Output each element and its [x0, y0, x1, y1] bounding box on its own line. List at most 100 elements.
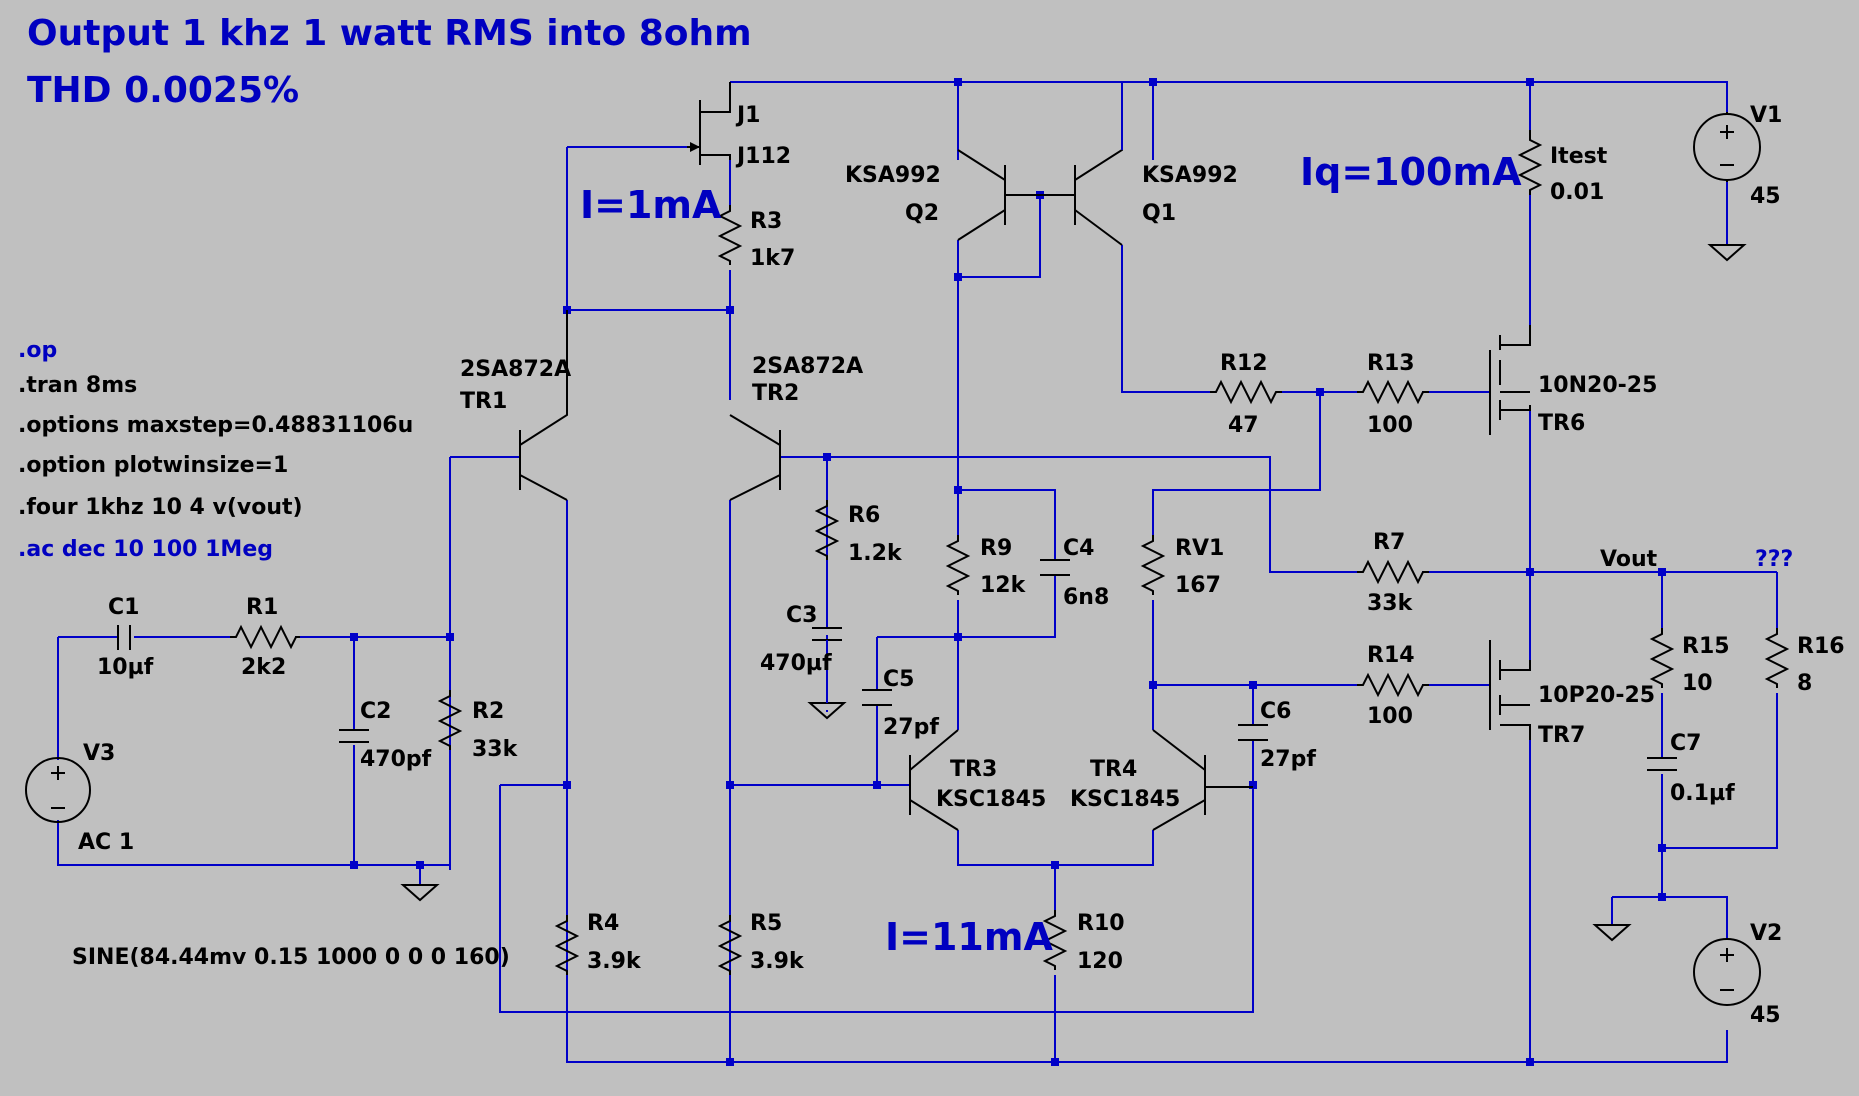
directive-tran: .tran 8ms — [18, 373, 137, 398]
r2-symbol — [437, 690, 463, 750]
rv1-symbol — [1140, 535, 1166, 595]
c6-symbol — [1238, 724, 1268, 741]
q1-symbol — [1040, 82, 1123, 246]
j1-symbol — [687, 82, 731, 165]
tr6-value: 10N20-25 — [1538, 373, 1657, 398]
itest-symbol — [1517, 130, 1543, 195]
r7-name: R7 — [1373, 530, 1405, 555]
source-spec: SINE(84.44mv 0.15 1000 0 0 0 160) — [72, 945, 510, 970]
r12-name: R12 — [1220, 351, 1268, 376]
tr4-value: KSC1845 — [1070, 787, 1180, 812]
tr6-symbol — [1489, 325, 1531, 435]
r6-name: R6 — [848, 503, 880, 528]
c4-symbol — [1040, 559, 1070, 576]
directive-options: .options maxstep=0.48831106u — [18, 413, 413, 438]
tr6-name: TR6 — [1538, 411, 1585, 436]
c6-value: 27pf — [1260, 747, 1316, 772]
r13-symbol — [1357, 379, 1429, 405]
tr2-name: TR2 — [752, 381, 799, 406]
tr4-symbol — [1152, 729, 1253, 831]
net-label-unknown: ??? — [1755, 547, 1793, 572]
r6-value: 1.2k — [848, 541, 903, 566]
rv1-name: RV1 — [1175, 536, 1224, 561]
c5-value: 27pf — [883, 715, 939, 740]
r4-symbol — [554, 915, 580, 975]
v3-value: AC 1 — [78, 830, 134, 855]
r3-value: 1k7 — [750, 246, 795, 271]
tr3-name: TR3 — [950, 757, 997, 782]
c5-name: C5 — [883, 667, 914, 692]
v2-name: V2 — [1750, 921, 1782, 946]
r4-value: 3.9k — [587, 949, 642, 974]
r15-symbol — [1649, 628, 1675, 688]
r9-value: 12k — [980, 573, 1027, 598]
junctions — [350, 78, 1666, 1066]
r7-value: 33k — [1367, 591, 1414, 616]
v1-value: 45 — [1750, 184, 1781, 209]
net-label-vout: Vout — [1600, 547, 1658, 572]
v3-name: V3 — [83, 741, 115, 766]
r3-name: R3 — [750, 209, 782, 234]
tr1-name: TR1 — [460, 389, 507, 414]
c7-value: 0.1µf — [1670, 781, 1735, 806]
r5-symbol — [717, 915, 743, 975]
r3-symbol — [717, 205, 743, 265]
q2-symbol — [957, 149, 1040, 241]
r14-name: R14 — [1367, 643, 1415, 668]
tr7-symbol — [1489, 640, 1531, 740]
annotation-quiescent: Iq=100mA — [1300, 150, 1522, 194]
r2-value: 33k — [472, 737, 519, 762]
tr1-symbol — [519, 310, 568, 501]
component-labels: J1 J112 R3 1k7 KSA992 Q2 KSA992 Q1 Itest… — [78, 103, 1845, 1028]
r15-name: R15 — [1682, 634, 1730, 659]
tr4-name: TR4 — [1090, 757, 1137, 782]
tr7-name: TR7 — [1538, 723, 1585, 748]
c6-name: C6 — [1260, 699, 1291, 724]
c1-symbol — [117, 625, 131, 650]
annotation-j1-current: I=1mA — [580, 183, 722, 227]
itest-name: Itest — [1550, 144, 1608, 169]
q2-value: KSA992 — [845, 163, 941, 188]
v1-name: V1 — [1750, 103, 1782, 128]
r10-name: R10 — [1077, 911, 1125, 936]
r1-symbol — [230, 624, 300, 650]
j1-name: J1 — [735, 103, 761, 128]
r1-value: 2k2 — [241, 655, 286, 680]
c7-name: C7 — [1670, 731, 1701, 756]
r9-name: R9 — [980, 536, 1012, 561]
c2-value: 470pf — [360, 747, 432, 772]
directive-ac: .ac dec 10 100 1Meg — [18, 537, 273, 562]
title-line-1: Output 1 khz 1 watt RMS into 8ohm — [27, 13, 752, 54]
q1-name: Q1 — [1142, 201, 1176, 226]
r13-name: R13 — [1367, 351, 1415, 376]
directive-plotwinsize: .option plotwinsize=1 — [18, 453, 288, 478]
c2-symbol — [339, 729, 369, 743]
r1-name: R1 — [246, 595, 278, 620]
r16-value: 8 — [1797, 671, 1812, 696]
r15-value: 10 — [1682, 671, 1713, 696]
c1-value: 10µf — [97, 655, 154, 680]
c3-value: 470µf — [760, 651, 832, 676]
directive-op: .op — [18, 338, 57, 363]
q2-name: Q2 — [905, 201, 939, 226]
tr2-value: 2SA872A — [752, 354, 863, 379]
title-line-2: THD 0.0025% — [27, 70, 299, 111]
tr7-value: 10P20-25 — [1538, 683, 1655, 708]
c7-symbol — [1647, 757, 1677, 771]
r14-symbol — [1357, 672, 1429, 698]
c1-name: C1 — [108, 595, 139, 620]
c4-name: C4 — [1063, 536, 1094, 561]
v3-symbol — [25, 757, 91, 823]
c5-symbol — [862, 689, 892, 706]
tr3-symbol — [909, 729, 959, 831]
r6-symbol — [814, 500, 840, 560]
r5-value: 3.9k — [750, 949, 805, 974]
r14-value: 100 — [1367, 704, 1413, 729]
q1-value: KSA992 — [1142, 163, 1238, 188]
r10-value: 120 — [1077, 949, 1123, 974]
component-symbols — [25, 82, 1790, 1006]
r10-symbol — [1042, 910, 1068, 970]
v2-value: 45 — [1750, 1003, 1781, 1028]
